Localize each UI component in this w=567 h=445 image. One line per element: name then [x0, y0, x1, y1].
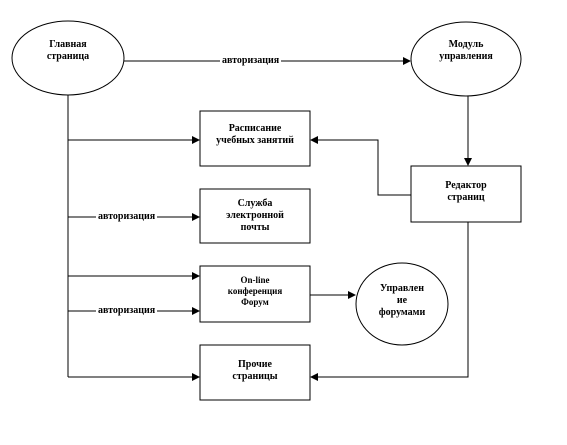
main-page-line1: Главная	[49, 39, 87, 50]
online-conference-line1: On-line	[240, 274, 270, 285]
edge-label-to-email: авторизация	[96, 211, 158, 223]
schedule-line2: учебных занятий	[216, 135, 294, 146]
page-editor-label: Редактор страниц	[411, 166, 521, 218]
forum-management-label: Управлен ие форумами	[367, 283, 437, 319]
page-editor-box	[410, 165, 522, 223]
email-service-line1: Служба	[237, 198, 273, 209]
edge-label-to-conference: авторизация	[96, 305, 158, 317]
email-service-box	[199, 188, 311, 244]
schedule-label: Расписание учебных занятий	[200, 111, 310, 159]
other-pages-line2: страницы	[232, 371, 278, 382]
forum-management-line1: Управлен	[380, 283, 424, 294]
forum-management-ellipse	[355, 262, 449, 346]
edge-editor-to-schedule	[310, 136, 411, 196]
main-page-line2: страница	[46, 51, 90, 62]
email-service-line3: почты	[240, 222, 270, 233]
edge-editor-to-other	[310, 222, 469, 381]
other-pages-label: Прочие страницы	[200, 345, 310, 397]
admin-module-line2: управления	[439, 51, 493, 62]
admin-module-line1: Модуль	[448, 39, 484, 50]
forum-management-line3: форумами	[378, 307, 426, 318]
other-pages-box	[199, 344, 311, 401]
schedule-line1: Расписание	[228, 123, 282, 134]
other-pages-line1: Прочие	[238, 359, 272, 370]
page-editor-line1: Редактор	[445, 180, 487, 191]
forum-management-line2: ие	[396, 295, 408, 306]
email-service-label: Служба электронной почты	[200, 189, 310, 243]
online-conference-line3: Форум	[241, 296, 269, 307]
admin-module-ellipse	[410, 21, 522, 97]
admin-module-label: Модуль управления	[426, 39, 506, 63]
email-service-line2: электронной	[226, 210, 284, 221]
edge-label-main-to-admin: авторизация	[220, 55, 282, 67]
main-page-label: Главная страница	[28, 39, 108, 63]
online-conference-box	[199, 265, 311, 323]
online-conference-line2: конференция	[227, 285, 283, 296]
online-conference-label: On-line конференция Форум	[200, 266, 310, 316]
page-editor-line2: страниц	[447, 192, 485, 203]
